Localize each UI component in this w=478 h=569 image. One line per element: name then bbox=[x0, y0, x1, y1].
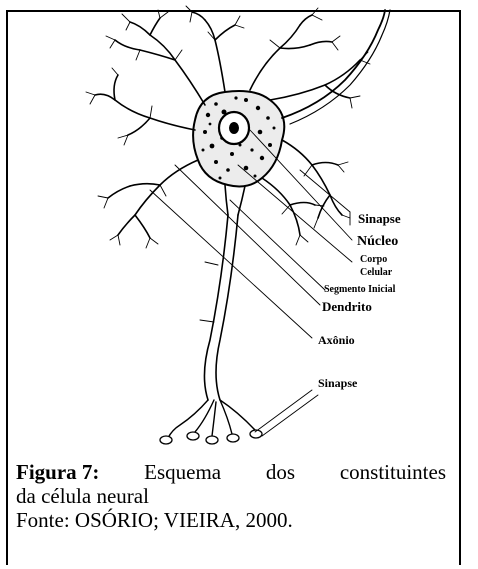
neuron-diagram bbox=[0, 0, 478, 460]
axon-terminals bbox=[168, 400, 255, 438]
caption-word: dos bbox=[266, 460, 295, 484]
caption-line-2: da célula neural bbox=[16, 484, 446, 508]
caption-line-1: Figura 7: Esquema dos constituintes bbox=[16, 460, 446, 484]
axon-hillock bbox=[225, 185, 245, 215]
caption-source: Fonte: OSÓRIO; VIEIRA, 2000. bbox=[16, 508, 446, 532]
figure-caption: Figura 7: Esquema dos constituintes da c… bbox=[16, 460, 446, 532]
label-sinapse-top: Sinapse bbox=[358, 211, 401, 227]
label-sinapse-bottom: Sinapse bbox=[318, 376, 357, 391]
label-corpo: Corpo bbox=[360, 254, 387, 265]
caption-word: constituintes bbox=[340, 460, 446, 484]
synaptic-boutons bbox=[160, 430, 262, 444]
label-dendrito: Dendrito bbox=[322, 299, 372, 315]
label-celular: Celular bbox=[360, 267, 392, 278]
label-nucleo: Núcleo bbox=[357, 234, 398, 250]
figure-label: Figura 7: bbox=[16, 460, 99, 484]
label-segmento-inicial: Segmento Inicial bbox=[324, 284, 395, 295]
nucleolus bbox=[229, 122, 239, 134]
caption-word: Esquema bbox=[144, 460, 221, 484]
label-axonio: Axônio bbox=[318, 333, 355, 348]
